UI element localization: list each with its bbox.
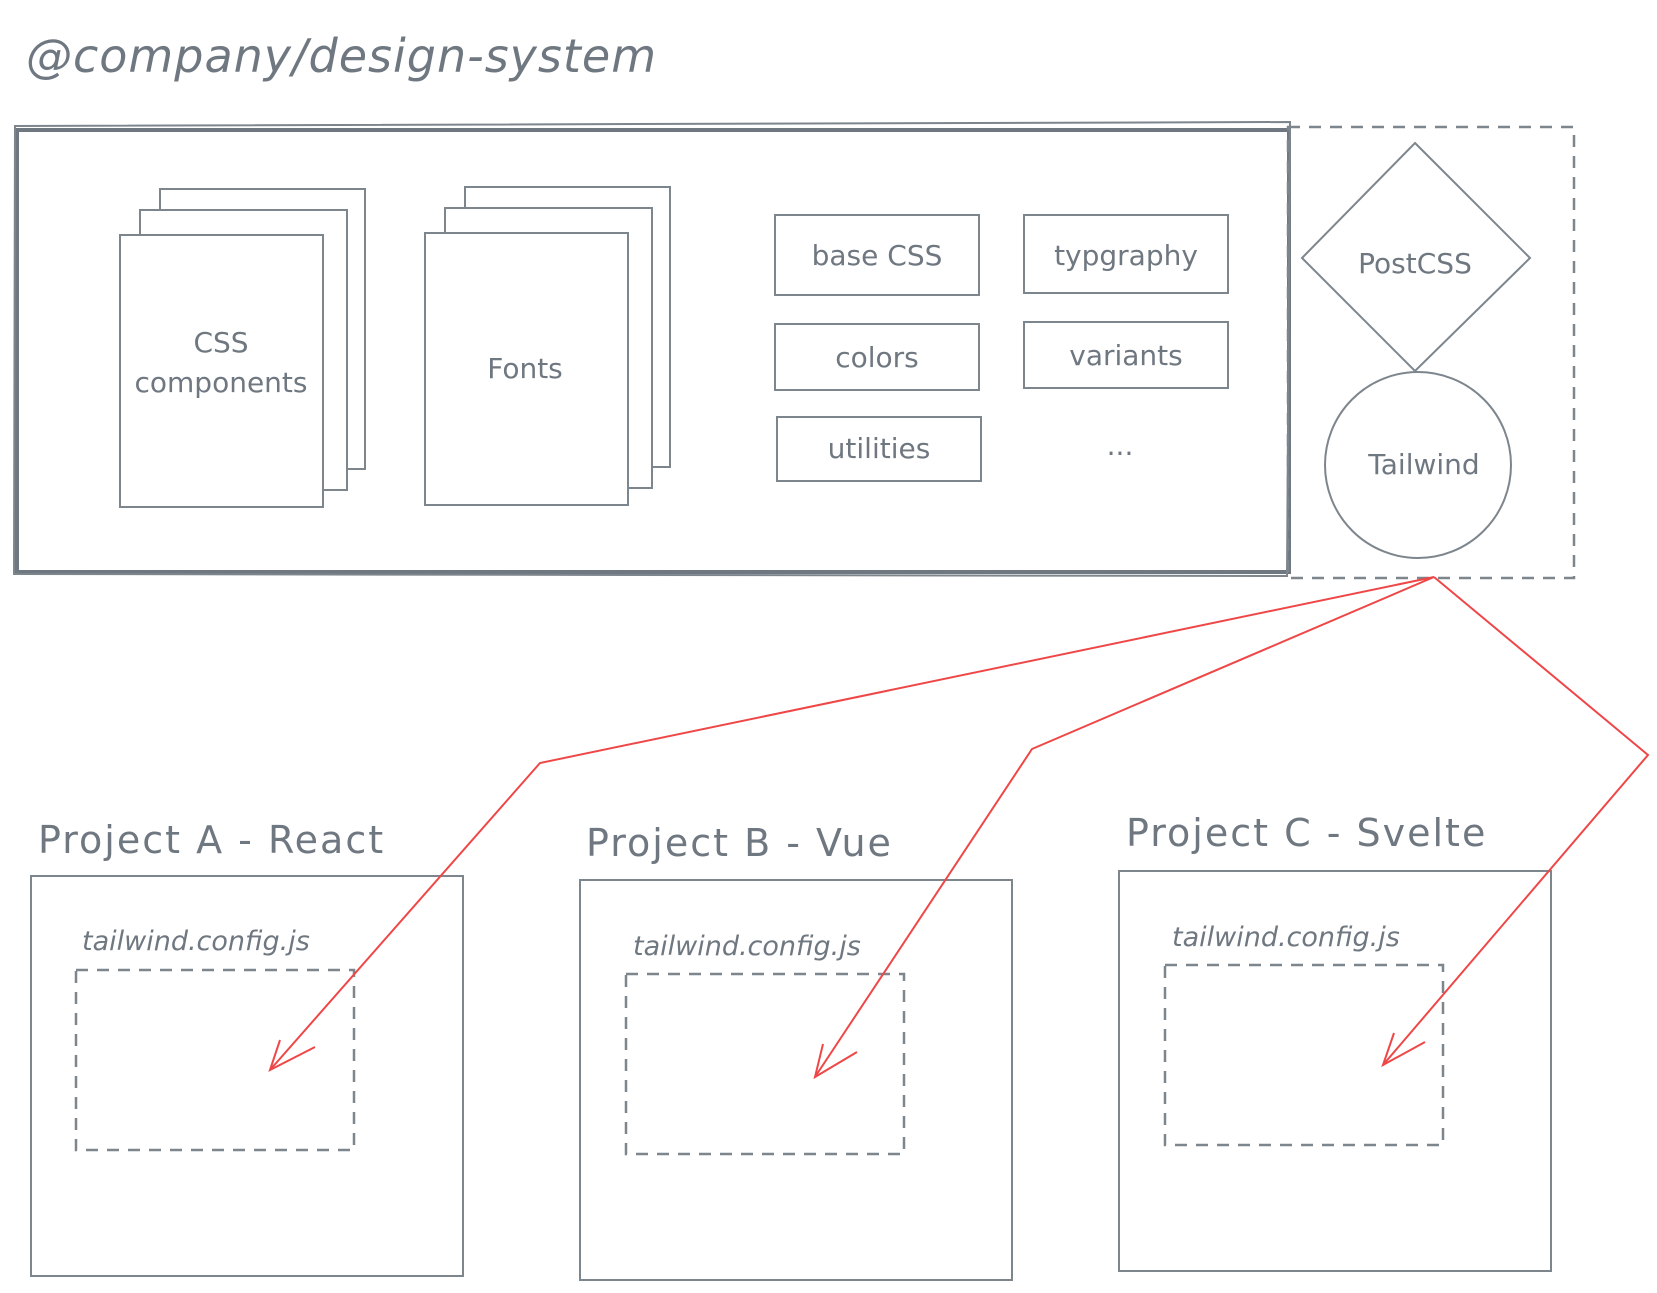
diagram-title: @company/design-system [26, 29, 657, 83]
project-a-title: Project A - React [38, 818, 385, 862]
css-components-label-line1: CSS [193, 326, 248, 359]
project-b: Project B - Vue tailwind.config.js [579, 821, 1013, 1281]
token-typography-label: typgraphy [1054, 239, 1198, 272]
css-components-label-line2: components [135, 366, 308, 399]
token-variants-label: variants [1069, 339, 1183, 372]
fonts-label: Fonts [487, 352, 563, 385]
token-variants: variants [1023, 321, 1229, 389]
postcss-diamond: PostCSS [1300, 141, 1532, 373]
token-utilities-label: utilities [828, 432, 931, 465]
token-base-css-label: base CSS [812, 239, 943, 272]
token-base-css: base CSS [774, 214, 980, 296]
token-colors: colors [774, 323, 980, 391]
arrow-to-project-c [1381, 576, 1650, 1068]
tooling-container [1286, 125, 1576, 580]
arrow-to-project-b [813, 576, 1435, 1080]
project-c-config-label: tailwind.config.js [1172, 922, 1400, 953]
postcss-label: PostCSS [1358, 247, 1472, 280]
project-a: Project A - React tailwind.config.js [30, 818, 464, 1277]
token-typography: typgraphy [1023, 214, 1229, 294]
tailwind-label: Tailwind [1367, 448, 1479, 481]
tailwind-circle: Tailwind [1324, 371, 1512, 559]
project-a-config-box [74, 968, 356, 1152]
arrow-to-project-a [268, 576, 1435, 1073]
token-ellipsis: ... [1107, 429, 1134, 462]
project-c: Project C - Svelte tailwind.config.js [1118, 811, 1552, 1272]
project-c-config-box [1163, 963, 1445, 1147]
token-colors-label: colors [835, 341, 919, 374]
token-utilities: utilities [776, 416, 982, 482]
project-c-title: Project C - Svelte [1126, 811, 1487, 855]
project-b-title: Project B - Vue [586, 821, 893, 865]
fonts-stack: Fonts [424, 186, 671, 506]
project-b-config-label: tailwind.config.js [633, 931, 861, 962]
project-a-config-label: tailwind.config.js [82, 926, 310, 957]
project-b-config-box [624, 972, 906, 1156]
css-components-stack: CSS components [119, 188, 366, 508]
